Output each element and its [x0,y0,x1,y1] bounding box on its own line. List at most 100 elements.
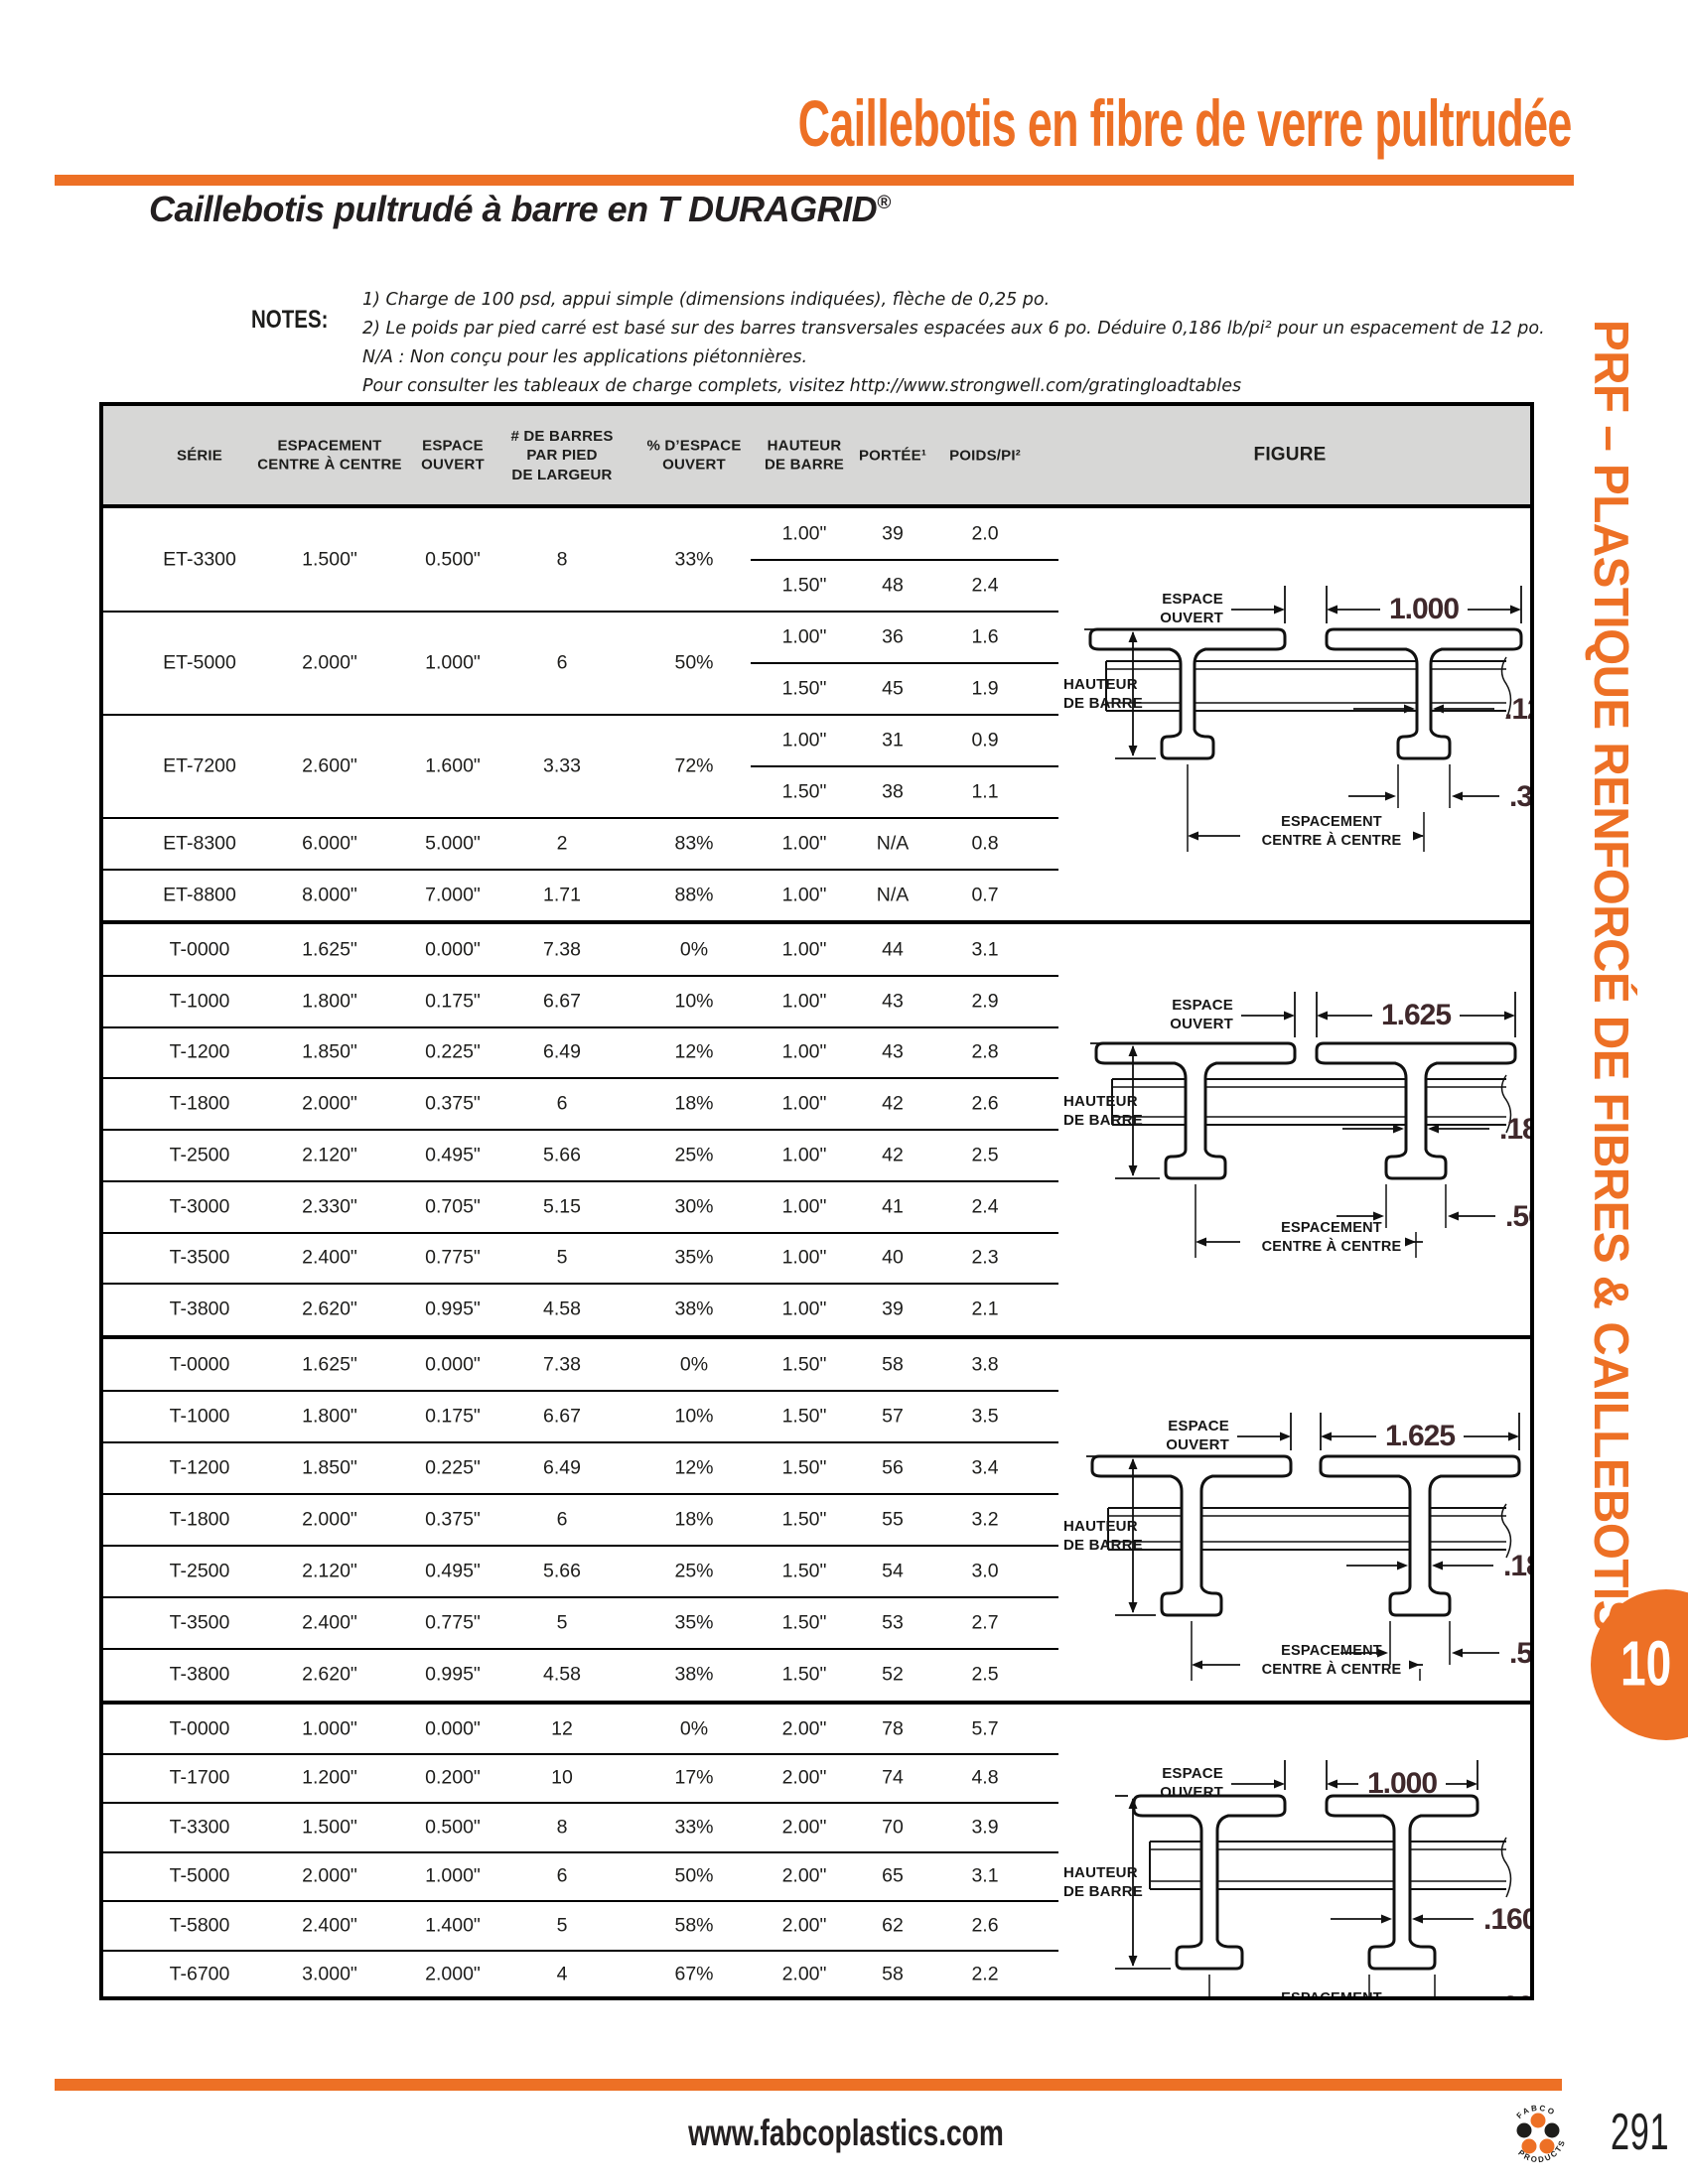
cell: 2.000" [302,1864,357,1887]
cell: 2.400" [302,1611,357,1634]
cell: 1.9 [971,677,999,700]
cell: 88% [674,884,714,905]
cell: 7.38 [543,1353,581,1376]
cell: 4 [556,1963,568,1985]
svg-text:ESPACEMENT: ESPACEMENT [1281,1990,1382,2000]
cell: 2.2 [971,1963,999,1985]
cell: 1.000" [425,1864,481,1887]
cell: 2.00" [781,1717,827,1740]
cell: 0.175" [425,990,481,1013]
cell: 1.00" [781,1297,827,1320]
cell: 58 [882,1963,904,1985]
cell: T-3500 [169,1246,230,1269]
cell: T-3800 [169,1297,230,1320]
footer-url: www.fabcoplastics.com [688,2113,1004,2153]
svg-text:DE BARRE: DE BARRE [1063,1537,1143,1554]
cell: 5.7 [971,1717,999,1740]
svg-text:1.625: 1.625 [1381,999,1451,1031]
svg-text:ESPACE: ESPACE [1172,997,1233,1014]
cell: 4.58 [543,1297,581,1320]
svg-text:.600: .600 [1494,1990,1531,2000]
cell: T-1200 [169,1456,230,1479]
cell: 42 [882,1144,904,1166]
cell: 1.00" [781,1092,827,1115]
svg-text:OUVERT: OUVERT [1170,1016,1233,1032]
cell: T-3500 [169,1611,230,1634]
cell: 72% [674,754,714,777]
cell: 25% [674,1560,714,1582]
cell: 18% [674,1092,714,1115]
cell: T-0000 [169,1353,230,1376]
cell: T-1000 [169,990,230,1013]
cell: 52 [882,1663,904,1686]
cell: 1.00" [781,625,827,648]
cell: 1.500" [302,1816,357,1839]
cell: 2.00" [781,1914,827,1937]
cell: 12% [674,1040,714,1063]
row-divider [103,1949,1058,1952]
row-divider [103,1077,1058,1080]
cell: T-3800 [169,1663,230,1686]
svg-text:HAUTEUR: HAUTEUR [1063,1518,1138,1535]
cell: 50% [674,1864,714,1887]
svg-text:OUVERT: OUVERT [1160,1784,1223,1801]
cell: 1.00" [781,1246,827,1269]
cell: T-1200 [169,1040,230,1063]
page-title: Caillebotis en fibre de verre pultrudée [797,86,1573,160]
cell: 1.50" [781,1405,827,1428]
cell: 0.775" [425,1611,481,1634]
cell: 33% [674,1816,714,1839]
svg-text:ESPACE: ESPACE [1162,591,1223,608]
cell: 1.50" [781,677,827,700]
cell: 58% [674,1914,714,1937]
cell: ET-8300 [163,832,236,855]
svg-text:DE BARRE: DE BARRE [1063,1112,1143,1129]
row-divider [103,1441,1058,1443]
cell: 3.8 [971,1353,999,1376]
cell: 6 [556,1864,568,1887]
svg-text:.500: .500 [1505,1200,1531,1233]
cell: 44 [882,938,904,961]
cell: 2.0 [971,522,999,545]
row-divider [103,714,1058,716]
cell: 58 [882,1353,904,1376]
row-divider [103,1596,1058,1598]
row-divider [103,869,1058,871]
cell: 43 [882,1040,904,1063]
cell: 2.5 [971,1663,999,1686]
cell: T-5000 [169,1864,230,1887]
col-header-poids-pi2: POIDS/PI² [949,446,1021,464]
cell: 6.49 [543,1040,581,1063]
cell: 1.50" [781,1508,827,1531]
svg-text:HAUTEUR: HAUTEUR [1063,1093,1138,1110]
svg-text:CENTRE À CENTRE: CENTRE À CENTRE [1262,1661,1402,1678]
cell: 7.38 [543,938,581,961]
cell: 25% [674,1144,714,1166]
cell: 0.495" [425,1560,481,1582]
cell: T-0000 [169,938,230,961]
cell: 0.7 [971,884,999,905]
cell: 12 [551,1717,573,1740]
svg-text:ESPACE: ESPACE [1162,1765,1223,1782]
svg-text:ESPACEMENT: ESPACEMENT [1281,814,1382,830]
cell: 0.225" [425,1456,481,1479]
cell: 3.9 [971,1816,999,1839]
cell: 2.120" [302,1144,357,1166]
svg-text:DE BARRE: DE BARRE [1063,1883,1143,1900]
cell: 0.775" [425,1246,481,1269]
cell: 2.7 [971,1611,999,1634]
notes-label: NOTES: [251,306,329,334]
cell: T-1700 [169,1766,230,1789]
svg-text:ESPACE: ESPACE [1168,1418,1229,1434]
cell: 0.500" [425,548,481,571]
cell: 6.000" [302,832,357,855]
